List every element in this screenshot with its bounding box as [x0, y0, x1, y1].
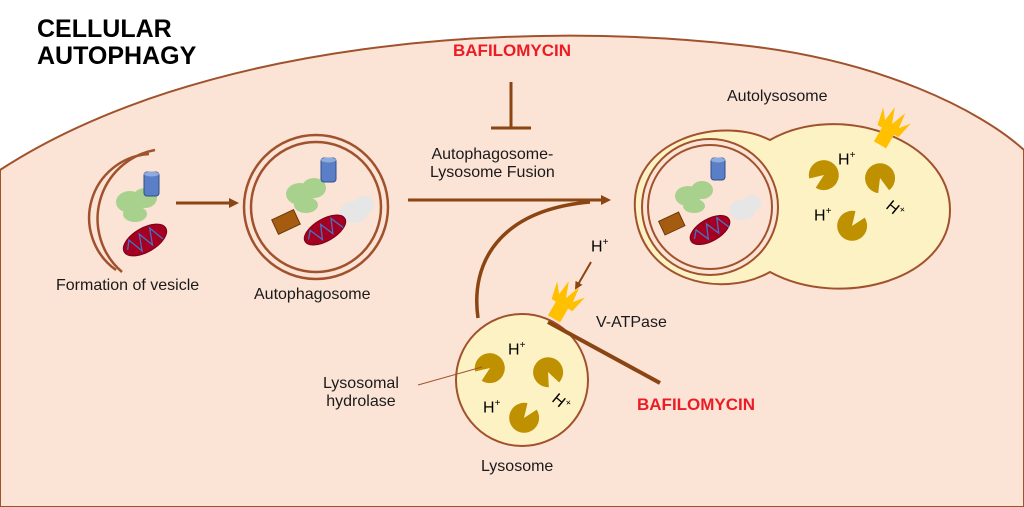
protein-aggregate-icon [675, 181, 713, 213]
page-title: CELLULAR AUTOPHAGY [37, 15, 197, 70]
hydrolase-pointer [417, 366, 483, 386]
debris-icon [729, 195, 761, 220]
v-atpase-label: V-ATPase [596, 314, 667, 331]
proton-ion: H+ [591, 237, 609, 256]
mitochondrion-icon [303, 214, 347, 246]
autophagosome-vesicle [242, 133, 390, 281]
mitochondrion-icon [689, 214, 731, 246]
formation-label: Formation of vesicle [56, 277, 200, 294]
bafilomycin-label-top: BAFILOMYCIN [453, 41, 572, 60]
organelle-cylinder-icon [143, 171, 160, 197]
bafilomycin-link [547, 320, 661, 385]
mitochondrion-icon [122, 223, 168, 257]
organelle-block-icon [271, 209, 301, 235]
organelle-cylinder-icon [710, 157, 726, 181]
v-atpase-pump-icon [873, 107, 911, 149]
lysosome-label: Lysosome [481, 458, 554, 475]
protein-aggregate-icon [286, 178, 326, 213]
proton-ion: H+ [483, 398, 501, 417]
proton-ion: H+ [838, 150, 856, 169]
arrow-proton-entry [575, 261, 592, 290]
v-atpase-pump-icon [547, 281, 585, 323]
lysosome [455, 313, 589, 447]
autophagosome-label: Autophagosome [254, 286, 371, 303]
protein-aggregate-icon [116, 188, 157, 222]
proton-ion: H+ [508, 340, 526, 359]
bafilomycin-label-bottom: BAFILOMYCIN [637, 395, 756, 414]
proton-ion: H+ [814, 206, 832, 225]
organelle-cylinder-icon [320, 157, 337, 183]
organelle-block-icon [657, 211, 686, 236]
autolysosome-label: Autolysosome [727, 88, 828, 105]
fusion-label: Autophagosome- Lysosome Fusion [430, 146, 555, 182]
hydrolase-label: Lysosomal hydrolase [323, 375, 399, 411]
arrow-lysosome-to-fusion [475, 200, 591, 319]
phagophore [87, 148, 156, 273]
debris-icon [340, 196, 374, 223]
